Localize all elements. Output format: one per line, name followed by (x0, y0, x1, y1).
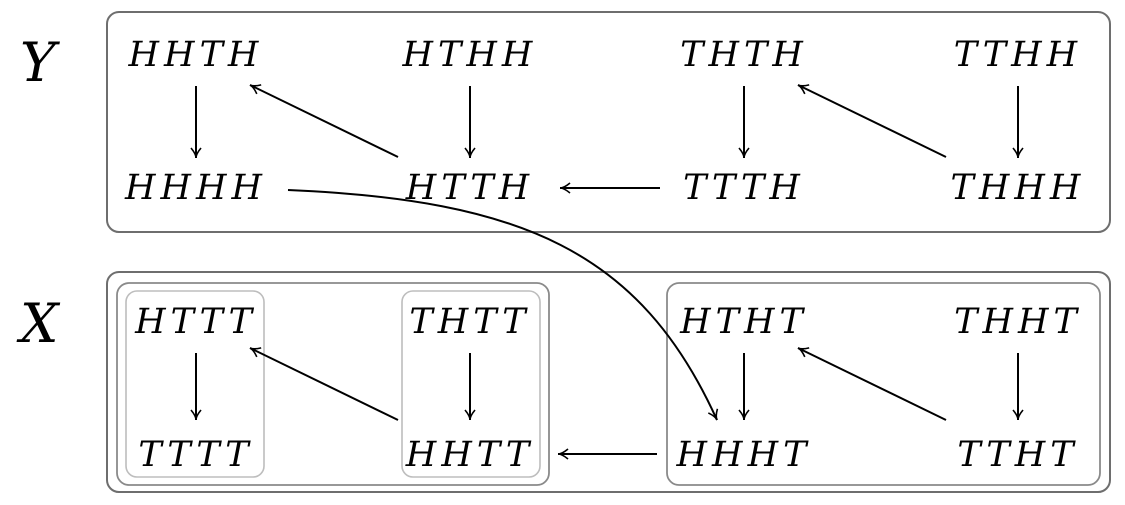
edge-thhh-thth (797, 84, 947, 158)
node-ttth: TTTH (683, 168, 805, 208)
group-y-box (106, 11, 1111, 233)
edges (190, 84, 1024, 460)
edge-hhhh-hhht (287, 189, 719, 421)
edge-ttht-htht (797, 347, 947, 421)
group-x-box (106, 271, 1111, 493)
node-httt: HTTT (134, 302, 257, 342)
node-hhtt: HHTT (405, 435, 534, 475)
edge-htth-hhth (249, 84, 399, 158)
edge-hhtt-httt (249, 347, 399, 421)
node-hthh: HTHH (402, 35, 538, 75)
node-ttht: TTHT (957, 435, 1078, 475)
node-hhth: HHTH (128, 35, 264, 75)
group-thtt-hhtt-box (401, 290, 541, 478)
group-httt-tttt-box (125, 290, 265, 478)
node-htht: HTHT (679, 302, 808, 342)
node-hhhh: HHHH (124, 168, 267, 208)
group-x-label: X (16, 292, 61, 355)
node-htth: HTTH (405, 168, 534, 208)
node-thhh: THHH (951, 168, 1086, 208)
nodes: HHTH HTHH THTH TTHH HHHH HTTH TTTH THHH … (124, 35, 1086, 475)
node-thht: THHT (954, 302, 1082, 342)
group-x-right-box (666, 282, 1101, 486)
node-tttt: TTTT (138, 435, 253, 475)
node-hhht: HHHT (676, 435, 812, 475)
node-thth: THTH (680, 35, 808, 75)
node-thtt: THTT (409, 302, 530, 342)
group-x-left-box (116, 282, 550, 486)
node-tthh: TTHH (954, 35, 1082, 75)
group-y-label: Y (20, 31, 60, 94)
